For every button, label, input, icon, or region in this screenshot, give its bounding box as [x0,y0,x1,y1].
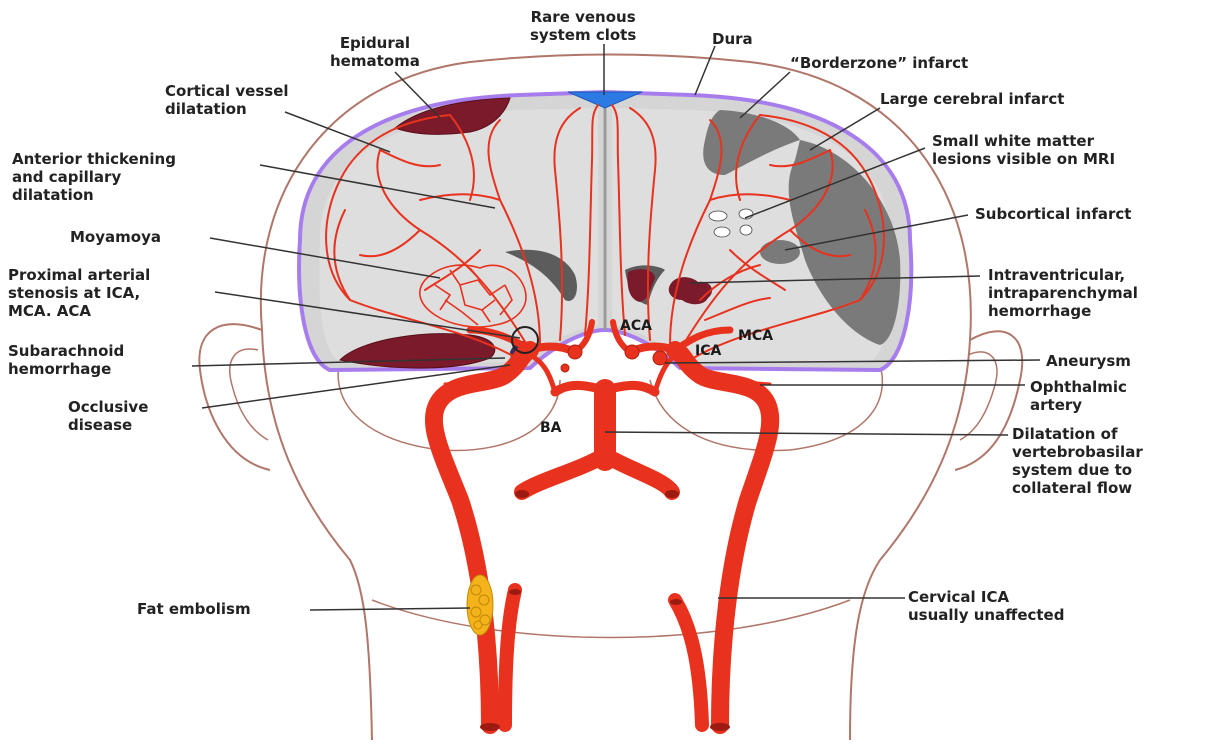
label-subarachnoid: Subarachnoid hemorrhage [8,342,124,378]
major-arteries [434,322,770,725]
subcortical-infarct-spot [760,240,800,264]
label-line: lesions visible on MRI [932,150,1115,168]
label-cervical-ica: Cervical ICA usually unaffected [908,588,1064,624]
label-cortical-vessel: Cortical vessel dilatation [165,82,289,118]
label-line: and capillary [12,168,176,186]
label-line: dilatation [165,100,289,118]
white-lesion-4 [740,225,752,235]
label-line: hematoma [330,52,420,70]
label-ophthalmic: Ophthalmic artery [1030,378,1127,414]
label-line: “Borderzone” infarct [790,54,968,72]
label-line: collateral flow [1012,479,1143,497]
label-line: Rare venous [530,8,636,26]
label-line: Subarachnoid [8,342,124,360]
label-epidural: Epidural hematoma [330,34,420,70]
label-line: Cervical ICA [908,588,1064,606]
label-line: Aneurysm [1046,352,1131,370]
label-line: hemorrhage [8,360,124,378]
label-line: vertebrobasilar [1012,443,1143,461]
label-line: Dilatation of [1012,425,1143,443]
label-line: Proximal arterial [8,266,150,284]
label-proximal-stenosis: Proximal arterial stenosis at ICA, MCA. … [8,266,150,320]
white-lesion-3 [714,227,730,237]
label-line: Fat embolism [137,600,251,618]
label-line: artery [1030,396,1127,414]
label-line: Anterior thickening [12,150,176,168]
vessel-label-mca: MCA [738,328,773,344]
vessel-label-ba: BA [540,420,562,436]
vessel-label-aca: ACA [620,318,652,334]
label-line: Cortical vessel [165,82,289,100]
label-line: Subcortical infarct [975,205,1131,223]
label-line: Intraventricular, [988,266,1138,284]
label-intraventricular: Intraventricular, intraparenchymal hemor… [988,266,1138,320]
label-aneurysm: Aneurysm [1046,352,1131,370]
label-line: intraparenchymal [988,284,1138,302]
label-line: Epidural [330,34,420,52]
label-line: system due to [1012,461,1143,479]
left-ear-inner [230,349,268,440]
label-line: system clots [530,26,636,44]
label-moyamoya: Moyamoya [70,228,161,246]
label-dilatation-vb: Dilatation of vertebrobasilar system due… [1012,425,1143,497]
label-subcortical: Subcortical infarct [975,205,1131,223]
neck-collar [372,600,850,638]
label-rare-venous: Rare venous system clots [530,8,636,44]
left-ear [199,324,270,470]
label-line: disease [68,416,148,434]
label-fat-embolism: Fat embolism [137,600,251,618]
label-line: Small white matter [932,132,1115,150]
label-small-white: Small white matter lesions visible on MR… [932,132,1115,168]
label-line: Large cerebral infarct [880,90,1064,108]
label-line: MCA. ACA [8,302,150,320]
label-line: hemorrhage [988,302,1138,320]
label-line: usually unaffected [908,606,1064,624]
label-large-cerebral: Large cerebral infarct [880,90,1064,108]
label-line: dilatation [12,186,176,204]
label-line: Ophthalmic [1030,378,1127,396]
label-occlusive: Occlusive disease [68,398,148,434]
label-dura: Dura [712,30,753,48]
label-borderzone: “Borderzone” infarct [790,54,968,72]
label-line: Moyamoya [70,228,161,246]
fat-embolism [467,575,493,635]
label-anterior-thickening: Anterior thickening and capillary dilata… [12,150,176,204]
label-line: Occlusive [68,398,148,416]
vessel-label-ica: ICA [695,343,721,359]
white-lesion-1 [709,211,727,221]
right-ear-inner [960,352,997,440]
label-line: stenosis at ICA, [8,284,150,302]
label-line: Dura [712,30,753,48]
